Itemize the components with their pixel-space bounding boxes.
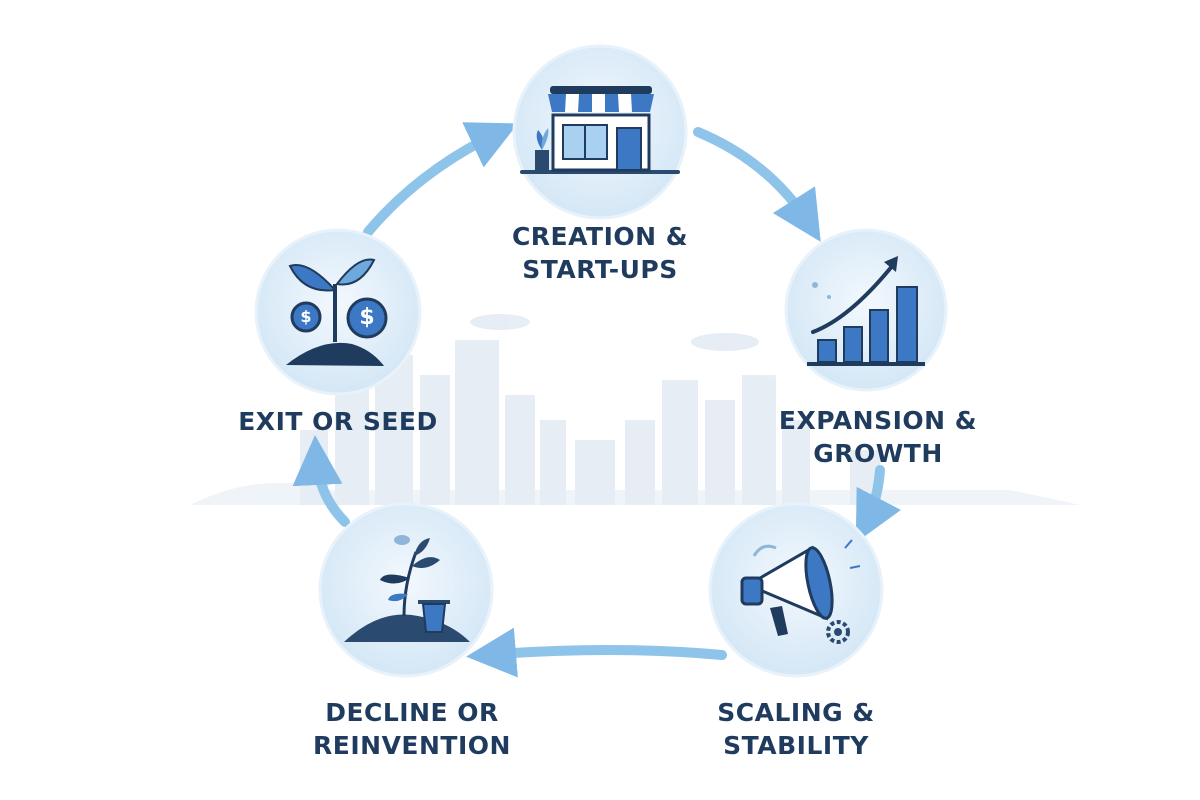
label-exit-line-1: EXIT OR SEED: [238, 407, 438, 436]
label-expansion: EXPANSION & GROWTH: [738, 404, 1018, 470]
bar-chart-growth-icon: [807, 256, 925, 366]
label-creation-line-1: CREATION &: [511, 222, 689, 251]
storefront-icon: [520, 86, 680, 174]
stage-circle: [254, 228, 422, 396]
arrow-decline-to-exit: [292, 435, 350, 527]
label-decline-line-1: DECLINE OR: [325, 698, 499, 727]
arrow-scaling-to-decline: [466, 627, 727, 678]
label-scaling-line-1: SCALING &: [717, 698, 875, 727]
coin-glyph-large: $: [359, 305, 375, 330]
stage-decline: [318, 502, 494, 678]
megaphone-icon: [740, 539, 861, 644]
cycle-arrows: [292, 122, 902, 678]
arrow-creation-to-expansion: [693, 127, 821, 242]
label-scaling: SCALING & STABILITY: [656, 696, 936, 762]
label-creation: CREATION & START-UPS: [460, 220, 740, 286]
stage-scaling: [708, 502, 884, 678]
wilting-plant-icon: [344, 535, 470, 642]
label-exit: EXIT OR SEED: [198, 405, 478, 438]
arrow-expansion-to-scaling: [855, 465, 902, 543]
label-expansion-line-2: GROWTH: [813, 439, 943, 468]
stage-creation: [512, 44, 688, 220]
sprout-coins-icon: [286, 258, 388, 366]
city-skyline-background: [190, 314, 1080, 505]
coin-icon: [346, 297, 388, 339]
label-expansion-line-1: EXPANSION &: [778, 406, 978, 435]
label-decline: DECLINE OR REINVENTION: [272, 696, 552, 762]
arrow-exit-to-creation: [363, 122, 519, 237]
label-decline-line-2: REINVENTION: [313, 731, 511, 760]
stage-expansion: [784, 228, 948, 392]
coin-icon: [290, 301, 322, 333]
label-creation-line-2: START-UPS: [522, 255, 678, 284]
stage-exit: [254, 228, 422, 396]
label-scaling-line-2: STABILITY: [723, 731, 869, 760]
coin-glyph-small: $: [300, 307, 312, 326]
